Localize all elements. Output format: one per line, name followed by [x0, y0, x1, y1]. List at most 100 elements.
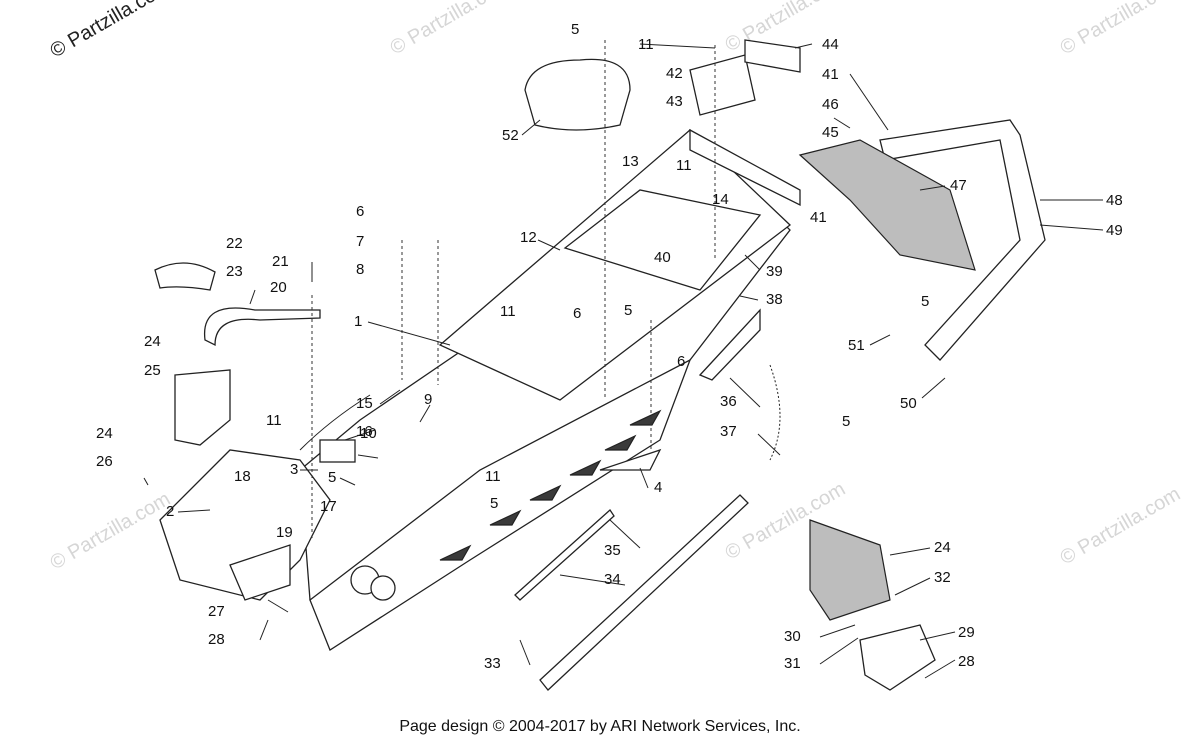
callout-19: 19: [276, 524, 293, 541]
callout-24a: 24: [144, 333, 161, 350]
chassis-drawing: [154, 39, 1046, 691]
callout-28b: 28: [958, 653, 975, 670]
plate-4: [599, 448, 662, 471]
callout-25: 25: [144, 362, 161, 379]
callout-5e: 5: [921, 293, 929, 310]
callout-24c: 24: [934, 539, 951, 556]
callout-10: 10: [360, 425, 377, 442]
callout-9: 9: [424, 391, 432, 408]
callout-17: 17: [320, 498, 337, 515]
callout-6c: 6: [677, 353, 685, 370]
callout-5b: 5: [624, 302, 632, 319]
page-footer: Page design © 2004-2017 by ARI Network S…: [399, 718, 801, 735]
callout-26: 26: [96, 453, 113, 470]
callout-2: 2: [166, 503, 174, 520]
callout-34: 34: [604, 571, 621, 588]
callout-29: 29: [958, 624, 975, 641]
chain: [769, 364, 781, 461]
callout-14: 14: [712, 191, 729, 208]
callout-11d: 11: [266, 412, 282, 429]
callout-31: 31: [784, 655, 801, 672]
callout-36: 36: [720, 393, 737, 410]
callout-47: 47: [950, 177, 967, 194]
callout-12: 12: [520, 229, 537, 246]
wiring-harness: [299, 394, 371, 451]
callout-27: 27: [208, 603, 225, 620]
callout-44: 44: [822, 36, 839, 53]
rear-bumper: [879, 119, 1046, 361]
callout-46: 46: [822, 96, 839, 113]
callout-33: 33: [484, 655, 501, 672]
slide-rail: [514, 509, 615, 601]
callout-28a: 28: [208, 631, 225, 648]
callout-40: 40: [654, 249, 671, 266]
callout-5d: 5: [490, 495, 498, 512]
callout-labels: 1 2 3 4 5 5 5 5 5 5 6 6 6 7 8 9 10 11 11…: [96, 21, 1123, 672]
callout-42: 42: [666, 65, 683, 82]
callout-6a: 6: [356, 203, 364, 220]
tail-light-bracket: [744, 39, 801, 73]
watermark-text: © Partzilla.com: [1057, 483, 1185, 569]
plate-36: [698, 308, 761, 381]
foot-cup-right: [859, 624, 936, 691]
callout-23: 23: [226, 263, 243, 280]
callout-24b: 24: [96, 425, 113, 442]
callout-35: 35: [604, 542, 621, 559]
callout-18: 18: [234, 468, 251, 485]
callout-5f: 5: [842, 413, 850, 430]
watermark-text: © Partzilla.com: [47, 0, 175, 62]
callout-11a: 11: [638, 36, 654, 53]
callout-30: 30: [784, 628, 801, 645]
electrical-module: [319, 439, 356, 463]
tunnel-window: [563, 189, 762, 291]
callout-51: 51: [848, 337, 865, 354]
callout-8: 8: [356, 261, 364, 278]
footrest-right: [809, 519, 891, 621]
watermark-text: © Partzilla.com: [1057, 0, 1185, 59]
tunnel-top: [438, 129, 792, 401]
callout-1: 1: [354, 313, 362, 330]
callout-52: 52: [502, 127, 519, 144]
front-cover-22: [154, 262, 216, 291]
callout-50: 50: [900, 395, 917, 412]
snow-flap: [798, 139, 976, 271]
callout-11e: 11: [485, 468, 501, 485]
callout-11b: 11: [676, 157, 692, 174]
callout-3: 3: [290, 461, 298, 478]
callout-4: 4: [654, 479, 662, 496]
callout-16: 16: [356, 423, 373, 440]
callout-37: 37: [720, 423, 737, 440]
callout-6b: 6: [573, 305, 581, 322]
leader-lines: [143, 43, 1104, 679]
callout-38: 38: [766, 291, 783, 308]
callout-15: 15: [356, 395, 373, 412]
callout-45: 45: [822, 124, 839, 141]
watermark-text: © Partzilla.com: [387, 0, 515, 59]
foot-cup-left: [229, 544, 291, 601]
callout-11c: 11: [500, 303, 516, 320]
cross-tube: [539, 494, 749, 691]
front-bracket-25: [174, 369, 231, 446]
callout-43: 43: [666, 93, 683, 110]
callout-20: 20: [270, 279, 287, 296]
seat-bag: [524, 58, 631, 131]
tunnel-ribs: [439, 409, 662, 561]
tunnel-side-panel: [309, 358, 692, 651]
callout-5a: 5: [571, 21, 579, 38]
watermark-text: © Partzilla.com: [47, 488, 175, 574]
callout-32: 32: [934, 569, 951, 586]
callout-7: 7: [356, 233, 364, 250]
callout-5c: 5: [328, 469, 336, 486]
callout-41-dup: 41: [810, 209, 827, 226]
callout-22: 22: [226, 235, 243, 252]
callout-49: 49: [1106, 222, 1123, 239]
tail-light-housing: [689, 54, 756, 116]
callout-21: 21: [272, 253, 289, 270]
callout-39: 39: [766, 263, 783, 280]
rear-rail: [689, 128, 801, 207]
callout-41a: 41: [822, 66, 839, 83]
bulkhead-hole-right: [370, 575, 396, 601]
callout-13: 13: [622, 153, 639, 170]
callout-48: 48: [1106, 192, 1123, 209]
